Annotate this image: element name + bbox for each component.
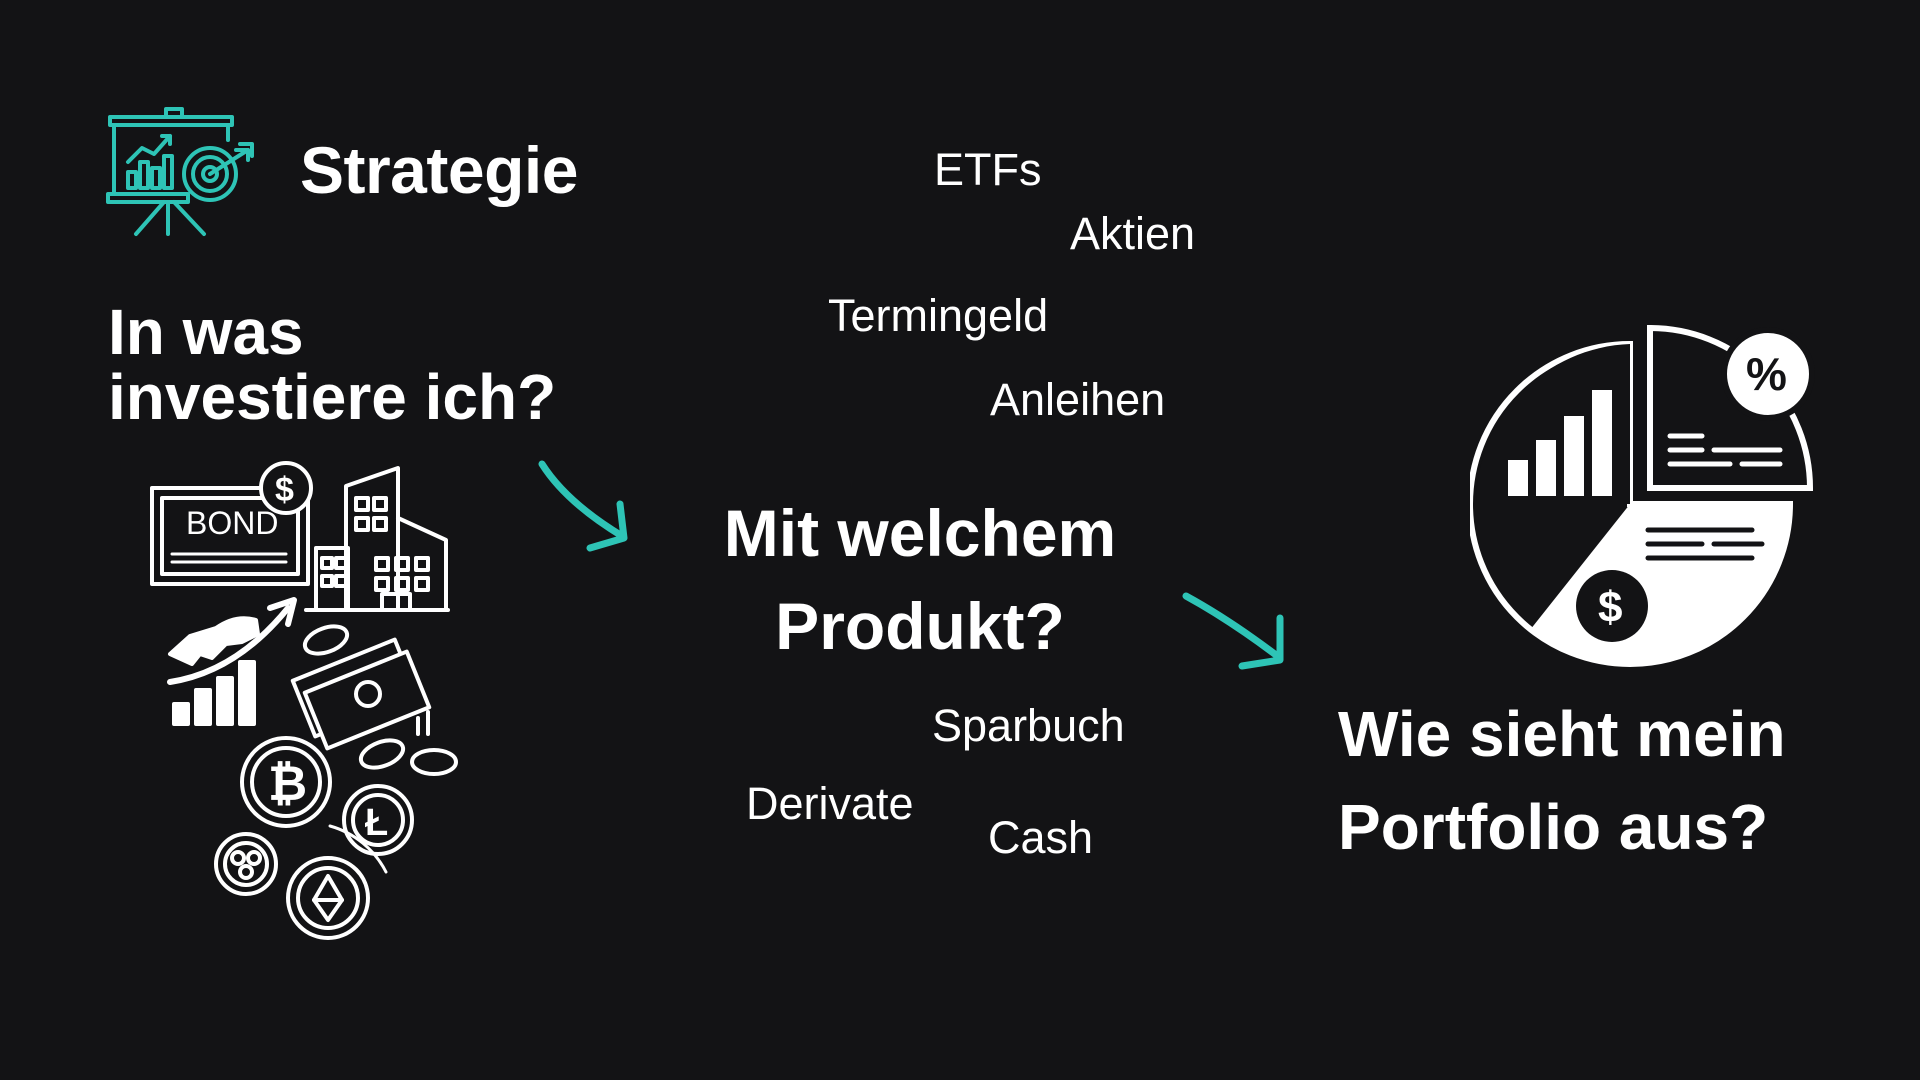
question-portfolio: Wie sieht mein Portfolio aus? <box>1338 688 1786 874</box>
bond-certificate-icon: BOND <box>150 486 310 586</box>
question-line: Wie sieht mein <box>1338 698 1786 770</box>
product-cash: Cash <box>988 812 1094 863</box>
investment-assets-icon: BOND $ ₿ Ł <box>150 461 458 940</box>
product-sparbuch: Sparbuch <box>932 700 1125 751</box>
presentation-target-icon <box>106 107 254 236</box>
svg-text:₿: ₿ <box>268 758 307 811</box>
arrow-down-right-icon <box>1182 592 1284 670</box>
product-aktien: Aktien <box>1070 208 1196 259</box>
question-which-product: Mit welchem Produkt? <box>640 487 1200 673</box>
money-icon <box>290 624 458 776</box>
product-derivate: Derivate <box>746 778 914 829</box>
product-anleihen: Anleihen <box>990 374 1166 425</box>
svg-text:%: % <box>1746 348 1787 400</box>
svg-text:Ł: Ł <box>365 802 388 844</box>
question-line: investiere ich? <box>108 361 557 433</box>
bond-label: BOND <box>186 505 278 541</box>
question-line: Portfolio aus? <box>1338 791 1769 863</box>
svg-text:$: $ <box>275 471 294 509</box>
buildings-icon <box>304 466 450 612</box>
bull-market-icon <box>167 597 297 726</box>
arrow-down-right-icon <box>538 460 628 552</box>
question-line: Produkt? <box>775 589 1065 663</box>
page-title: Strategie <box>300 133 578 207</box>
svg-text:$: $ <box>1598 583 1622 632</box>
product-termingeld: Termingeld <box>828 290 1049 341</box>
question-what-to-invest: In was investiere ich? <box>108 300 556 430</box>
portfolio-pie-chart-icon: $ % <box>1470 324 1815 667</box>
question-line: In was <box>108 296 304 368</box>
product-etfs: ETFs <box>934 144 1042 195</box>
crypto-coins-icon: ₿ Ł <box>214 736 414 940</box>
question-line: Mit welchem <box>723 496 1117 570</box>
